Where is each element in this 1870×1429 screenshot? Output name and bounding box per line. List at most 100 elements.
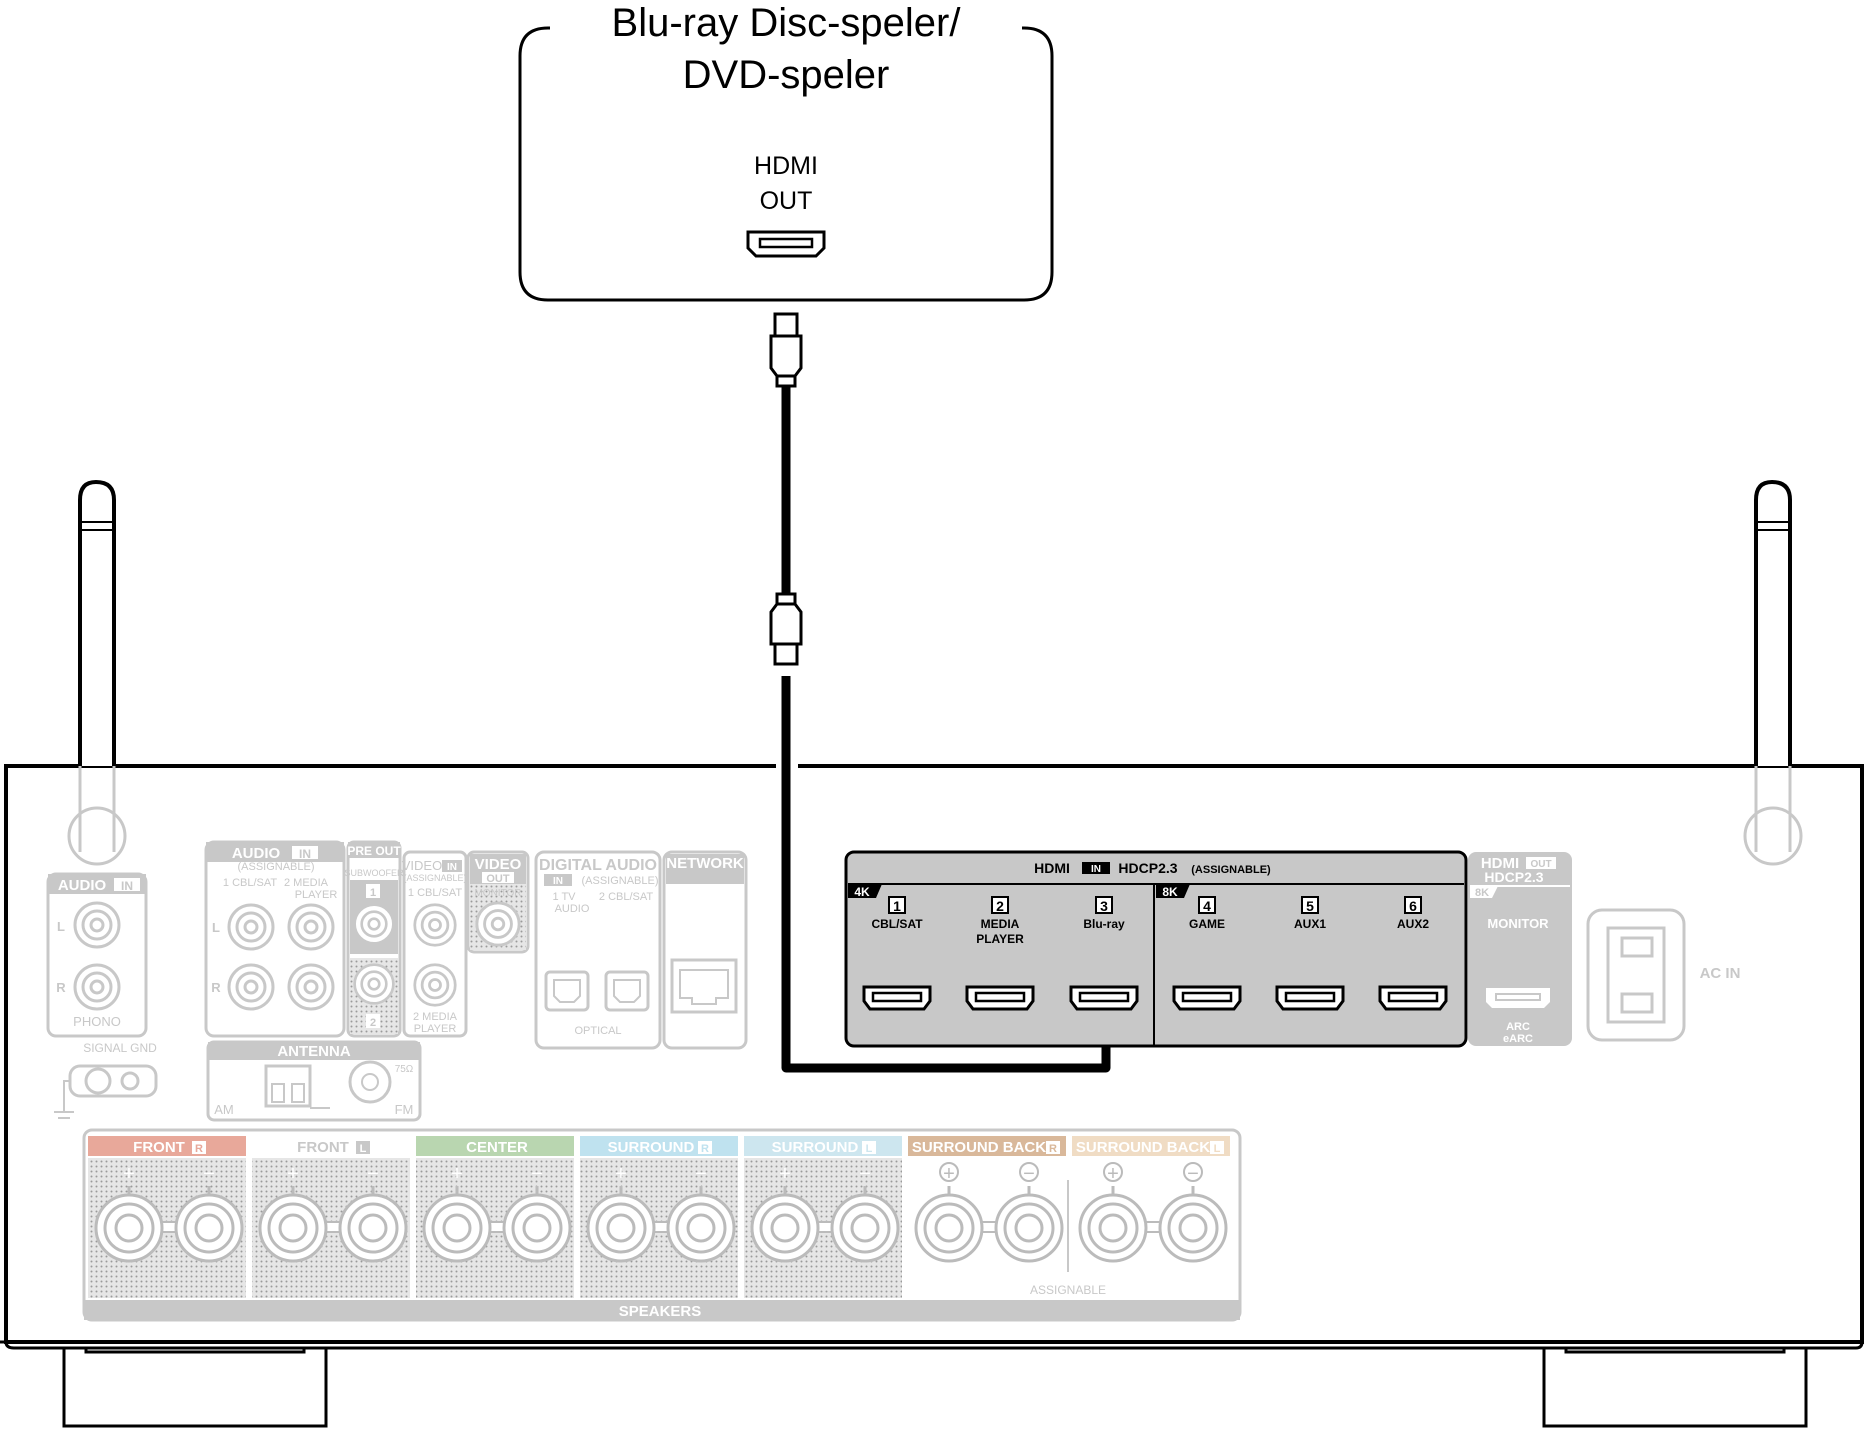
speaker-group-label: FRONT bbox=[297, 1139, 349, 1156]
speaker-terminal-minus bbox=[1158, 1193, 1228, 1263]
speaker-plus: + bbox=[123, 1163, 135, 1185]
hdmi-out-panel-hdcp: HDCP2.3 bbox=[1484, 869, 1543, 885]
device-title-line1: Blu-ray Disc-speler/ bbox=[612, 1, 962, 45]
digital-audio-c1b: AUDIO bbox=[555, 903, 590, 915]
speaker-plus: + bbox=[451, 1163, 463, 1185]
speaker-group-label: SURROUND bbox=[608, 1139, 695, 1156]
video-in-col1: 1 CBL/SAT bbox=[408, 887, 462, 899]
hdmi-port-number-box bbox=[1198, 896, 1216, 914]
hdmi-port-label: Blu-ray bbox=[1083, 917, 1125, 931]
video-out-title: VIDEO bbox=[475, 856, 522, 873]
speaker-plus: + bbox=[615, 1163, 627, 1185]
hdmi-port-number: 6 bbox=[1409, 898, 1417, 914]
speaker-terminal-minus bbox=[174, 1193, 244, 1263]
hdmi-port-label: GAME bbox=[1189, 917, 1225, 931]
hdmi-in-tag: IN bbox=[1091, 864, 1101, 875]
video-in: VIDEO IN (ASSIGNABLE) 1 CBL/SAT 2 MEDIA … bbox=[402, 850, 468, 1038]
digital-audio-title: DIGITAL AUDIO bbox=[539, 857, 657, 874]
antenna-title: ANTENNA bbox=[277, 1043, 350, 1060]
hdmi-out-label-line2: OUT bbox=[760, 187, 813, 215]
speakers-assignable: ASSIGNABLE bbox=[1030, 1283, 1106, 1297]
speaker-terminal-minus bbox=[666, 1193, 736, 1263]
preout-sub: SUBWOOFER bbox=[344, 868, 404, 878]
antenna-terminals: ANTENNA AM FM 75Ω bbox=[206, 1040, 422, 1122]
hdmi-out-panel-label: MONITOR bbox=[1487, 916, 1549, 931]
speaker-minus: − bbox=[1187, 1163, 1199, 1185]
signal-gnd-label: SIGNAL GND bbox=[83, 1041, 157, 1055]
audio-in-footer: PHONO bbox=[73, 1014, 121, 1029]
hdmi-in-assignable: (ASSIGNABLE) bbox=[1191, 864, 1271, 876]
audio-in-tag: IN bbox=[121, 879, 133, 893]
bluray-player: Blu-ray Disc-speler/ DVD-speler HDMI OUT bbox=[518, 1, 1054, 302]
speaker-minus: − bbox=[859, 1163, 871, 1185]
speaker-terminal-minus bbox=[502, 1193, 572, 1263]
speaker-group-header bbox=[1072, 1136, 1230, 1156]
preout-title: PRE OUT bbox=[347, 844, 401, 858]
hdmi-in-hdcp: HDCP2.3 bbox=[1118, 860, 1177, 876]
speaker-group-header bbox=[416, 1136, 574, 1156]
receiver-base-line bbox=[0, 1340, 1864, 1350]
hdmi-port-label: AUX1 bbox=[1294, 917, 1326, 931]
cable-plug-top bbox=[773, 312, 799, 338]
network: NETWORK bbox=[662, 850, 748, 1050]
network-title: NETWORK bbox=[666, 855, 744, 872]
antenna-left bbox=[67, 479, 127, 866]
speaker-terminal-plus bbox=[586, 1193, 656, 1263]
device-title-line2: DVD-speler bbox=[683, 53, 890, 97]
hdmi-port-number: 4 bbox=[1203, 898, 1211, 914]
hdmi-port-label-2: PLAYER bbox=[976, 932, 1024, 946]
preout-n2: 2 bbox=[370, 1017, 376, 1029]
hdmi-port-number-box bbox=[1095, 896, 1113, 914]
hdmi-in-title: HDMI bbox=[1034, 860, 1070, 876]
ac-in: AC IN bbox=[1586, 908, 1741, 1042]
audio-in-r: R bbox=[56, 980, 66, 995]
speaker-group-side: L bbox=[866, 1143, 873, 1155]
hdmi-out-panel-arc: ARC bbox=[1506, 1021, 1530, 1033]
digital-audio-c1a: 1 TV bbox=[552, 891, 576, 903]
hdmi-port-number: 5 bbox=[1306, 898, 1314, 914]
digital-audio-tag: IN bbox=[553, 876, 563, 887]
hdmi-out-panel-earc: eARC bbox=[1503, 1033, 1533, 1045]
speaker-group-3: CENTER+− bbox=[416, 1136, 574, 1298]
speaker-group-side: R bbox=[1049, 1143, 1057, 1155]
hdmi-out-panel-badge: 8K bbox=[1475, 887, 1489, 899]
receiver-chassis bbox=[4, 764, 1864, 1344]
speaker-plus: + bbox=[1107, 1163, 1119, 1185]
hdmi-in-panel: HDMI IN HDCP2.3 (ASSIGNABLE) 4K 8K 1CBL/… bbox=[844, 850, 1468, 1048]
cable-plug-mid bbox=[773, 642, 799, 666]
speaker-terminal-minus bbox=[994, 1193, 1064, 1263]
hdmi-out-label-line1: HDMI bbox=[754, 152, 818, 180]
hdmi-port-number-box bbox=[1301, 896, 1319, 914]
audio-in-title: AUDIO bbox=[58, 877, 107, 894]
hdmi-out-panel-title: HDMI bbox=[1481, 855, 1519, 872]
signal-gnd: SIGNAL GND bbox=[54, 1041, 158, 1119]
speaker-terminal-plus bbox=[258, 1193, 328, 1263]
video-in-tag: IN bbox=[447, 862, 457, 873]
audio-assignable-sub: (ASSIGNABLE) bbox=[237, 861, 314, 873]
speaker-group-2: FRONT L + − bbox=[252, 1136, 410, 1298]
ac-in-label: AC IN bbox=[1700, 965, 1741, 982]
video-in-sub: (ASSIGNABLE) bbox=[403, 873, 466, 883]
speaker-terminal-minus bbox=[338, 1193, 408, 1263]
speaker-group-side: L bbox=[360, 1143, 367, 1155]
speaker-minus: − bbox=[367, 1163, 379, 1185]
speaker-terminal-plus bbox=[750, 1193, 820, 1263]
hdmi-port-label: AUX2 bbox=[1397, 917, 1429, 931]
speaker-group-header bbox=[908, 1136, 1066, 1156]
audio-in-l: L bbox=[57, 919, 65, 934]
foot-left bbox=[62, 1348, 328, 1428]
digital-audio-sub: (ASSIGNABLE) bbox=[581, 875, 658, 887]
speaker-terminal-minus bbox=[830, 1193, 900, 1263]
speaker-group-header bbox=[252, 1136, 410, 1156]
digital-audio-footer: OPTICAL bbox=[574, 1025, 621, 1037]
speaker-plus: + bbox=[287, 1163, 299, 1185]
audio-assignable-col2b: PLAYER bbox=[295, 889, 338, 901]
hdmi-in-badge-8k: 8K bbox=[1162, 885, 1178, 899]
